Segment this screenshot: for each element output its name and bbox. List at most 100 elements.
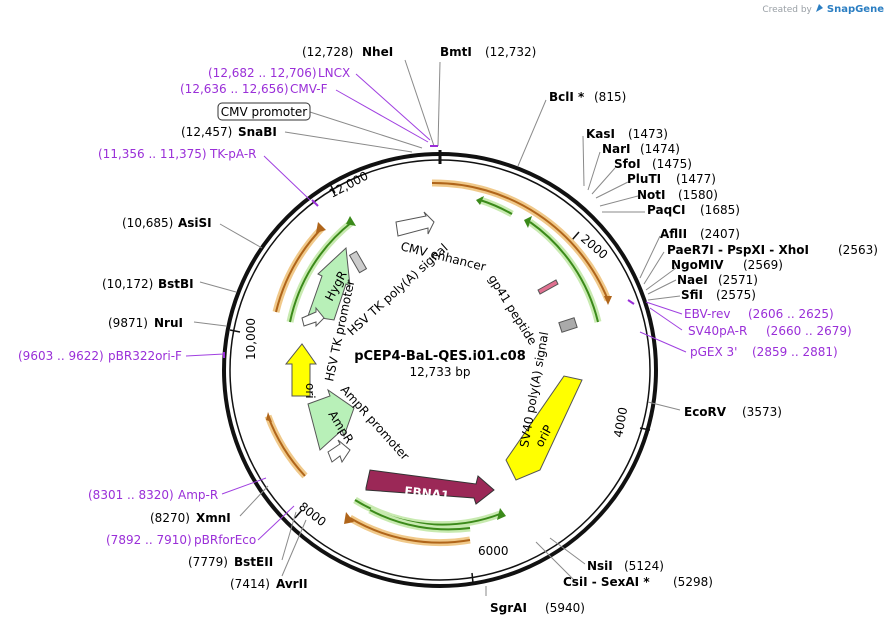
arrowhead-green-right <box>524 216 532 228</box>
tick-mark-12000 <box>329 183 336 194</box>
primer-cmv-f-name: CMV-F <box>290 82 328 96</box>
enzyme-noti-name: NotI <box>637 188 666 202</box>
enzyme-paqci-pos: (1685) <box>700 203 740 217</box>
snapgene-logo-icon <box>815 3 824 16</box>
tick-label-8000: 8000 <box>296 499 329 529</box>
gp41-peptide-label: gp41 peptide <box>485 272 539 347</box>
credit-brand: SnapGene <box>826 4 884 15</box>
enzyme-naei-name: NaeI <box>677 273 708 287</box>
leader-kasi-group <box>582 135 645 213</box>
leader-avrii <box>281 519 307 577</box>
leader-amp-r <box>221 477 267 495</box>
arrowhead-orange-bottom <box>344 512 354 524</box>
hygr-arrow <box>307 246 351 321</box>
primer-tk-pa-r-name: TK-pA-R <box>209 147 257 161</box>
sv40-polya-marker <box>558 317 578 333</box>
enzyme-bcli-name: BclI * <box>549 90 585 104</box>
primer-mark-ebv-rev <box>627 299 635 305</box>
orange-arc-left-core <box>275 227 323 313</box>
enzyme-sfoi-name: SfoI <box>614 157 641 171</box>
plasmid-name: pCEP4-BaL-QES.i01.c08 <box>354 349 526 364</box>
primer-tk-pa-r-range: (11,356 .. 11,375) <box>98 147 207 161</box>
enzyme-nhei-name: NheI <box>362 45 393 59</box>
ori-label: ori <box>303 383 317 399</box>
enzyme-paqci-name: PaqCI <box>647 203 685 217</box>
enzyme-ngomiv-name: NgoMIV <box>671 258 724 272</box>
enzyme-ecorv-pos: (3573) <box>742 405 782 419</box>
enzyme-aflii-name: AflII <box>660 227 687 241</box>
enzyme-nari-pos: (1474) <box>640 142 680 156</box>
leader-ebv-rev <box>645 301 683 315</box>
orange-arc-top-right-core <box>431 181 609 301</box>
hsv-tk-polya-marker <box>348 250 368 274</box>
primer-pbrforeco-name: pBRforEco <box>194 533 256 547</box>
ampr-arrow <box>307 388 355 451</box>
leader-xmni <box>239 485 269 517</box>
tick-mark-6000 <box>471 572 474 584</box>
ori-arrow <box>284 343 317 397</box>
leader-afl-group <box>639 235 681 301</box>
enzyme-paer7i-name: PaeR7I - PspXI - XhoI <box>667 243 809 257</box>
tick-mark-8000 <box>294 509 303 519</box>
enzyme-nrui-name: NruI <box>154 316 183 330</box>
enzyme-bstbi-pos: (10,172) <box>102 277 153 291</box>
primer-cmv-f-range: (12,636 .. 12,656) <box>180 82 289 96</box>
tick-mark-2000 <box>571 231 580 241</box>
enzyme-avrii-pos: (7414) <box>230 577 270 591</box>
credit-created-by: Created by <box>762 4 812 15</box>
primer-ebv-rev-name: EBV-rev <box>684 307 730 321</box>
enzyme-aflii-pos: (2407) <box>700 227 740 241</box>
enzyme-bmti-name: BmtI <box>440 45 472 59</box>
leader-cmv-f <box>335 89 429 143</box>
enzyme-xmni-name: XmnI <box>196 511 231 525</box>
enzyme-naei-pos: (2571) <box>718 273 758 287</box>
ebna1-label: EBNA1 <box>404 484 450 503</box>
primer-sv40pa-r-name: SV40pA-R <box>688 324 747 338</box>
enzyme-bcli-pos: (815) <box>594 90 626 104</box>
leader-drui <box>193 321 227 327</box>
enzyme-snabi-name: SnaBI <box>238 125 277 139</box>
enzyme-nari-name: NarI <box>602 142 631 156</box>
arrowhead-orange-lower-left <box>266 412 272 422</box>
enzyme-pluti-pos: (1477) <box>676 172 716 186</box>
leader-csii <box>535 541 575 581</box>
enzyme-asisi-pos: (10,685) <box>122 216 173 230</box>
enzyme-sfii-name: SfiI <box>681 288 703 302</box>
cmv-promoter-box <box>217 102 311 121</box>
primer-pgex3-range: (2859 .. 2881) <box>752 345 838 359</box>
enzyme-bmti-pos: (12,732) <box>485 45 536 59</box>
enzyme-nrui-pos: (9871) <box>108 316 148 330</box>
enzyme-nsii-name: NsiI <box>587 559 613 573</box>
orange-arc-lower-left <box>264 414 308 479</box>
enzyme-ngomiv-pos: (2569) <box>743 258 783 272</box>
enzyme-avrii-name: AvrII <box>276 577 308 591</box>
enzyme-bsteii-name: BstEII <box>234 555 273 569</box>
enzyme-xmni-pos: (8270) <box>150 511 190 525</box>
enzyme-kasi-name: KasI <box>586 127 615 141</box>
tick-label-6000: 6000 <box>478 544 509 558</box>
primer-mark-tk-pa-r <box>311 199 319 207</box>
green-arc-bottom-2-core <box>369 509 471 531</box>
enzyme-bstbi-name: BstBI <box>158 277 194 291</box>
leader-bstbi <box>199 281 237 293</box>
gp41-peptide-marker <box>537 279 559 295</box>
leader-asisi <box>219 223 263 249</box>
enzyme-ecorv-name: EcoRV <box>684 405 727 419</box>
ampr-promoter-arrow <box>327 439 351 464</box>
snapgene-credit: Created by SnapGene <box>762 3 884 16</box>
enzyme-kasi-pos: (1473) <box>628 127 668 141</box>
leader-cmv-promoter <box>309 111 423 149</box>
leader-pgex3 <box>639 331 687 353</box>
arrowhead-green-top <box>476 196 484 205</box>
primer-pbrforeco-range: (7892 .. 7910) <box>106 533 192 547</box>
enzyme-nhei-pos: (12,728) <box>302 45 353 59</box>
tick-mark-10000 <box>229 329 241 333</box>
enzyme-sfii-pos: (2575) <box>716 288 756 302</box>
cmv-promoter-label: CMV promoter <box>221 105 308 119</box>
enzyme-pluti-name: PluTI <box>627 172 661 186</box>
green-arc-right-core <box>529 221 599 323</box>
hsv-tk-polya-label: HSV TK poly(A) signal <box>345 241 451 338</box>
orange-arc-bottom-core <box>349 517 471 544</box>
primer-sv40pa-r-range: (2660 .. 2679) <box>766 324 852 338</box>
